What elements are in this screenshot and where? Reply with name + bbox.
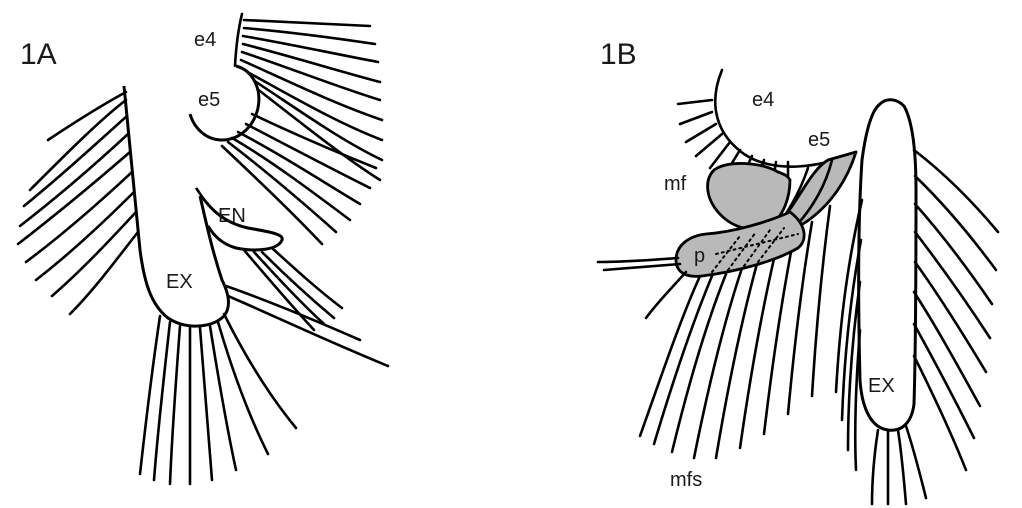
exopod-1b-right-setae bbox=[914, 150, 998, 470]
panel-label-1a: 1A bbox=[20, 38, 57, 71]
palp-setae bbox=[598, 258, 686, 318]
panel-1a: 1A e4 e5 EN EX bbox=[18, 14, 388, 484]
label-mfs: mfs bbox=[670, 469, 702, 491]
panel-1b: 1B e4 e5 mf p EX mfs bbox=[598, 38, 998, 504]
exopod-1b-bottom-setae bbox=[872, 426, 926, 504]
label-e5: e5 bbox=[198, 89, 220, 111]
label-e4: e4 bbox=[194, 29, 216, 51]
label-e5: e5 bbox=[808, 129, 830, 151]
endopod-setae bbox=[244, 248, 342, 330]
exopod-left-setae bbox=[18, 92, 138, 314]
label-mf: mf bbox=[664, 173, 687, 195]
label-e4: e4 bbox=[752, 89, 774, 111]
label-en: EN bbox=[218, 205, 246, 227]
panel-label-1b: 1B bbox=[600, 38, 637, 71]
label-ex: EX bbox=[868, 375, 895, 397]
label-ex: EX bbox=[166, 271, 193, 293]
label-p: p bbox=[694, 245, 705, 267]
